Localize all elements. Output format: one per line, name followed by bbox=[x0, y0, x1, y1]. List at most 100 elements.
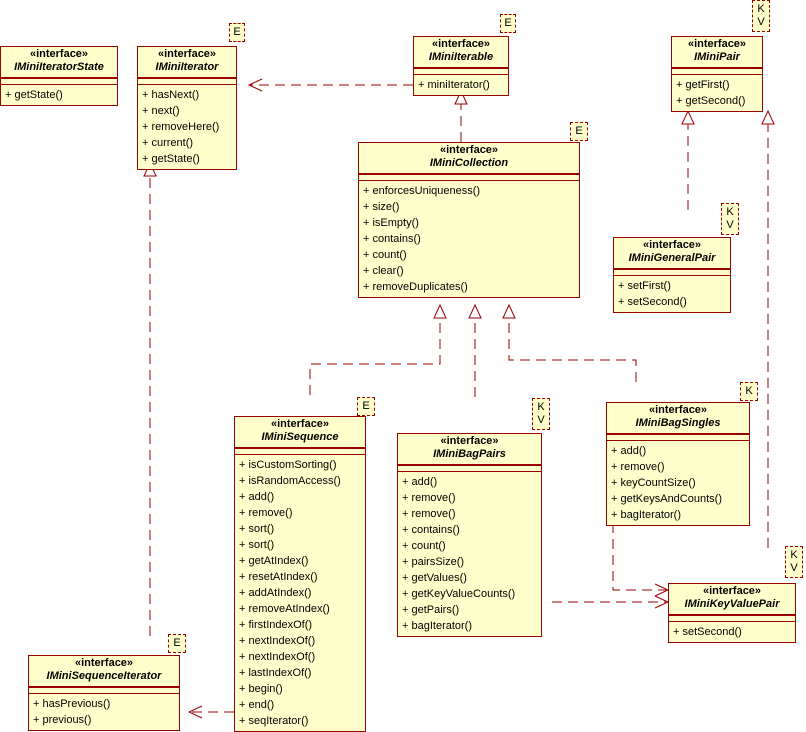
attributes-compartment bbox=[1, 78, 117, 84]
operations-compartment: + hasPrevious()+ previous() bbox=[29, 693, 179, 730]
stereotype-label: «interface» bbox=[157, 48, 217, 60]
class-header: «interface»IMiniIteratorState bbox=[1, 47, 117, 74]
operations-compartment: + hasNext()+ next()+ removeHere()+ curre… bbox=[138, 84, 236, 169]
class-header: «interface»IMiniKeyValuePair bbox=[669, 584, 795, 611]
class-name: IMiniCollection bbox=[429, 157, 509, 169]
operation: + seqIterator() bbox=[239, 715, 309, 727]
section-divider bbox=[414, 67, 508, 68]
operation: + isEmpty() bbox=[363, 217, 419, 229]
operation: + removeDuplicates() bbox=[363, 281, 468, 293]
class-header: «interface»IMiniIterable bbox=[414, 37, 508, 64]
type-parameter: V bbox=[790, 562, 798, 574]
operation: + addAtIndex() bbox=[239, 587, 312, 599]
type-parameter: V bbox=[537, 414, 545, 426]
operation: + add() bbox=[239, 491, 275, 503]
type-parameter: K bbox=[757, 3, 765, 15]
type-parameter: V bbox=[757, 16, 765, 28]
operation: + contains() bbox=[402, 524, 460, 536]
type-parameter-box: E bbox=[570, 122, 588, 141]
operation: + getState() bbox=[142, 153, 200, 165]
class-header: «interface»IMiniPair bbox=[672, 37, 762, 64]
arrowhead-triangle bbox=[433, 303, 447, 319]
class-name: IMiniIterable bbox=[428, 51, 494, 63]
operation: + begin() bbox=[239, 683, 283, 695]
operations-compartment: + miniIterator() bbox=[414, 74, 508, 95]
operation: + getState() bbox=[5, 89, 63, 101]
attributes-compartment bbox=[398, 465, 541, 471]
operation: + setFirst() bbox=[618, 280, 671, 292]
type-parameter: K bbox=[745, 385, 753, 397]
operation: + bagIterator() bbox=[611, 509, 682, 521]
attributes-compartment bbox=[607, 434, 749, 440]
operation: + contains() bbox=[363, 233, 421, 245]
class-coll[interactable]: «interface»IMiniCollection + enforcesUniq… bbox=[358, 142, 580, 298]
class-kvpair[interactable]: «interface»IMiniKeyValuePair+ setSecond(… bbox=[668, 583, 796, 643]
type-parameter-box: E bbox=[500, 14, 516, 33]
operation: + nextIndexOf() bbox=[239, 635, 316, 647]
class-bagpairs[interactable]: «interface»IMiniBagPairs+ add()+ remove(… bbox=[397, 433, 542, 637]
operation: + getKeyValueCounts() bbox=[402, 588, 516, 600]
operation: + remove() bbox=[611, 461, 665, 473]
attributes-compartment bbox=[359, 174, 579, 180]
operations-compartment: + add()+ remove()+ remove()+ contains()+… bbox=[398, 471, 541, 636]
class-header: «interface»IMiniCollection bbox=[359, 143, 579, 170]
edge-sequence-extends-collection bbox=[309, 318, 441, 395]
attributes-compartment bbox=[669, 615, 795, 621]
stereotype-label: «interface» bbox=[431, 38, 491, 50]
type-parameter: V bbox=[726, 219, 734, 231]
operation: + isCustomSorting() bbox=[239, 459, 337, 471]
class-state[interactable]: «interface»IMiniIteratorState + getState(… bbox=[0, 46, 118, 106]
type-parameter: E bbox=[362, 400, 370, 412]
operations-compartment: + getFirst()+ getSecond() bbox=[672, 74, 762, 111]
operation: + lastIndexOf() bbox=[239, 667, 312, 679]
operation: + hasNext() bbox=[142, 89, 200, 101]
class-header: «interface»IMiniSequenceIterator bbox=[29, 656, 179, 683]
operation: + getFirst() bbox=[676, 79, 730, 91]
class-header: «interface»IMiniBagSingles bbox=[607, 403, 749, 430]
stereotype-label: «interface» bbox=[687, 38, 747, 50]
section-divider bbox=[669, 614, 795, 615]
class-header: «interface»IMiniIterator bbox=[138, 47, 236, 74]
class-name: IMiniBagSingles bbox=[635, 417, 721, 429]
attributes-compartment bbox=[614, 269, 730, 275]
operation: + removeAtIndex() bbox=[239, 603, 330, 615]
class-iterable[interactable]: «interface»IMiniIterable + miniIterator() bbox=[413, 36, 509, 96]
operation: + isRandomAccess() bbox=[239, 475, 341, 487]
arrowhead-triangle bbox=[681, 109, 695, 125]
operation: + removeHere() bbox=[142, 121, 220, 133]
class-gpair[interactable]: «interface»IMiniGeneralPair + setFirst()+… bbox=[613, 237, 731, 313]
type-parameter: E bbox=[575, 125, 583, 137]
class-iter[interactable]: «interface»IMiniIterator + hasNext() + nex… bbox=[137, 46, 237, 170]
operation: + remove() bbox=[402, 508, 456, 520]
operation: + add() bbox=[402, 476, 438, 488]
arrowhead-triangle bbox=[761, 109, 775, 125]
operation: + count() bbox=[402, 540, 446, 552]
attributes-compartment bbox=[414, 68, 508, 74]
operations-compartment: + enforcesUniqueness()+ size()+ isEmpty(… bbox=[359, 180, 579, 297]
section-divider bbox=[359, 173, 579, 174]
operation: + bagIterator() bbox=[402, 620, 473, 632]
stereotype-label: «interface» bbox=[702, 585, 762, 597]
type-parameter: E bbox=[504, 17, 512, 29]
operations-compartment: + setFirst()+ setSecond() bbox=[614, 275, 730, 312]
section-divider bbox=[398, 464, 541, 465]
class-header: «interface»IMiniGeneralPair bbox=[614, 238, 730, 265]
attributes-compartment bbox=[138, 78, 236, 84]
operation: + next() bbox=[142, 105, 180, 117]
type-parameter: K bbox=[537, 401, 545, 413]
class-bagsingles[interactable]: «interface»IMiniBagSingles+ add()+ remov… bbox=[606, 402, 750, 526]
class-seq[interactable]: «interface»IMiniSequence+ isCustomSortin… bbox=[234, 416, 366, 732]
operation: + size() bbox=[363, 201, 400, 213]
class-seqiter[interactable]: «interface»IMiniSequenceIterator + hasPre… bbox=[28, 655, 180, 731]
stereotype-label: «interface» bbox=[74, 657, 134, 669]
stereotype-label: «interface» bbox=[29, 48, 89, 60]
stereotype-label: «interface» bbox=[648, 404, 708, 416]
section-divider bbox=[1, 77, 117, 78]
class-pair[interactable]: «interface»IMiniPair + getFirst()+ getSec… bbox=[671, 36, 763, 112]
type-parameter: E bbox=[173, 637, 181, 649]
